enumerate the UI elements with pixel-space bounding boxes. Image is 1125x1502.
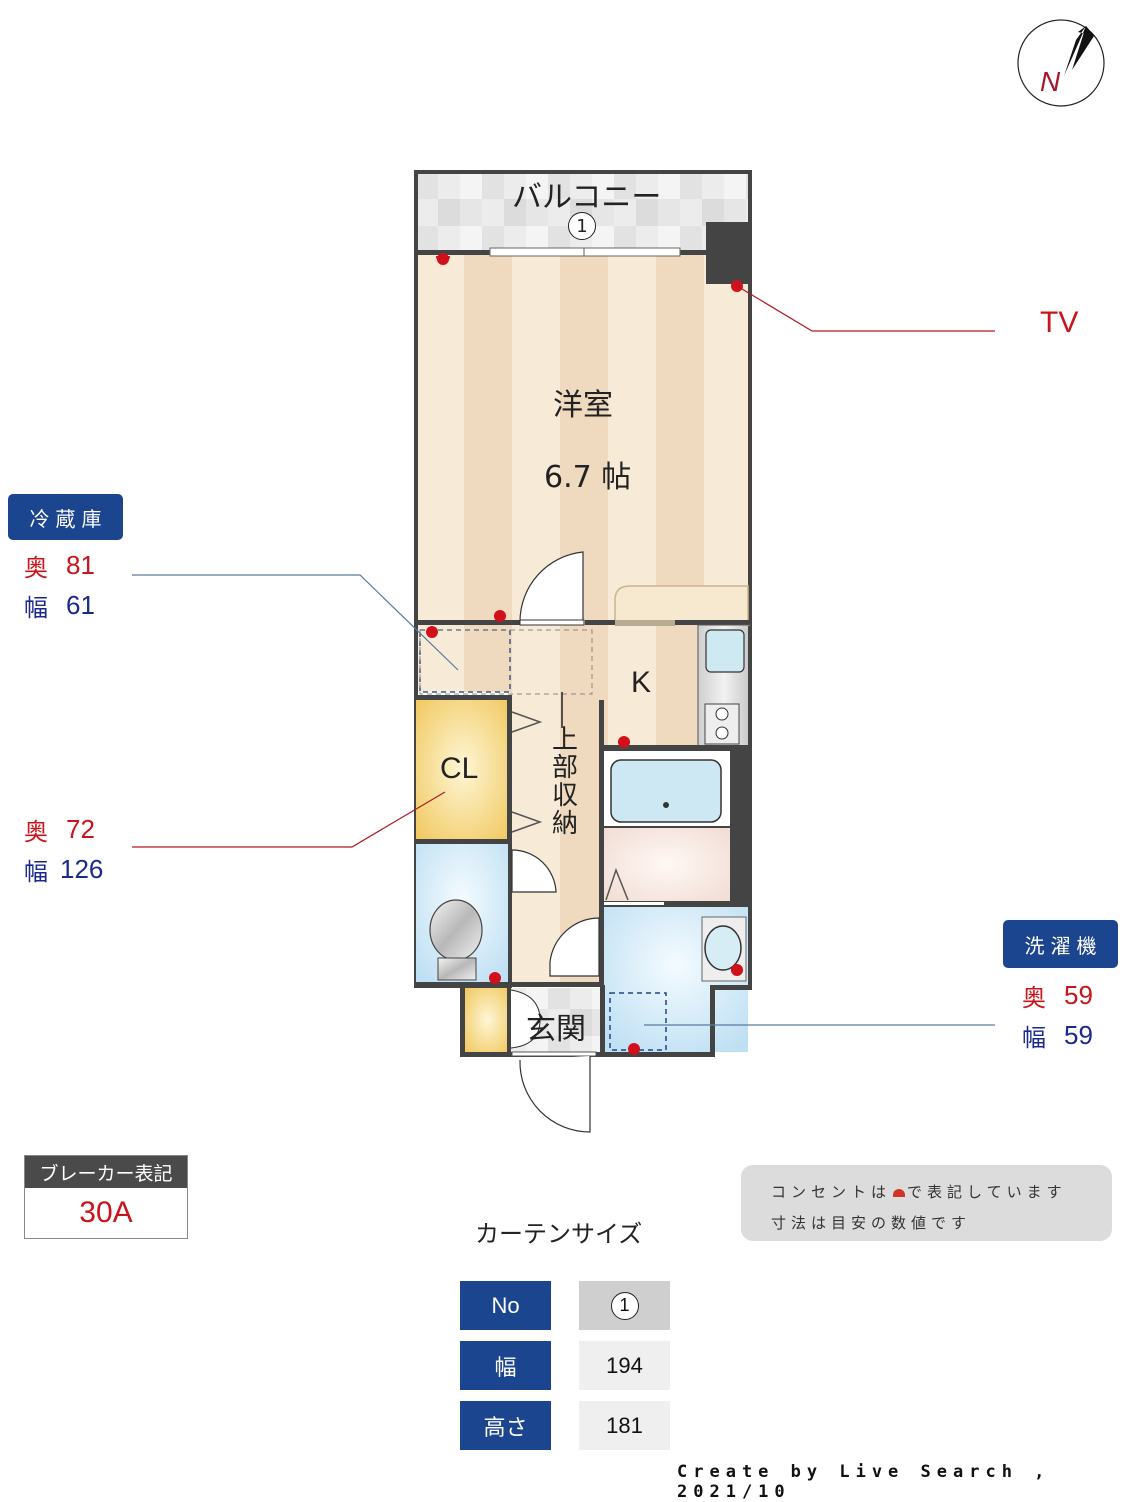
depth-value: 72 xyxy=(66,814,95,844)
legend-note: コンセントはで表記しています 寸法は目安の数値です xyxy=(741,1165,1112,1241)
upper-storage-label: 上部収納 xyxy=(551,725,578,839)
curtain-value-width: 194 xyxy=(579,1341,670,1390)
curtain-header-no: No xyxy=(460,1281,551,1330)
breaker-title: ブレーカー表記 xyxy=(25,1156,187,1188)
curtain-row-width: 幅 194 xyxy=(460,1341,670,1390)
balcony-label: バルコニー xyxy=(512,180,662,215)
curtain-size-title: カーテンサイズ xyxy=(475,1220,643,1248)
depth-key: 奥 xyxy=(24,818,48,846)
kitchen-label: K xyxy=(631,666,652,699)
curtain-header-width: 幅 xyxy=(460,1341,551,1390)
width-value: 61 xyxy=(66,590,95,620)
curtain-header-height: 高さ xyxy=(460,1401,551,1450)
closet-width: 幅 126 xyxy=(20,852,103,887)
washer-width: 幅 59 xyxy=(1018,1018,1093,1053)
curtain-table: No 1 幅 194 高さ 181 xyxy=(460,1281,670,1450)
width-key: 幅 xyxy=(24,594,48,622)
entrance-label: 玄関 xyxy=(526,1012,586,1047)
curtain-number-badge: 1 xyxy=(568,212,596,240)
curtain-value-no: 1 xyxy=(579,1281,670,1330)
width-key: 幅 xyxy=(1022,1024,1046,1052)
fridge-depth: 奥 81 xyxy=(20,548,95,583)
width-value: 59 xyxy=(1064,1020,1093,1050)
closet-label: CL xyxy=(440,752,479,785)
width-value: 126 xyxy=(60,854,104,884)
curtain-number-badge: 1 xyxy=(610,1291,639,1320)
outlet-marker-icon xyxy=(893,1188,906,1197)
north-arrow-icon: N xyxy=(1016,18,1106,108)
north-letter: N xyxy=(1040,66,1061,97)
western-room-size: 6.7 帖 xyxy=(544,460,632,495)
note-line1-post: で表記しています xyxy=(907,1183,1067,1201)
curtain-row-height: 高さ 181 xyxy=(460,1401,670,1450)
width-key: 幅 xyxy=(24,858,48,886)
breaker-value: 30A xyxy=(79,1196,133,1229)
note-line1-pre: コンセントは xyxy=(771,1183,892,1201)
tv-outlet-label: TV xyxy=(1040,306,1079,339)
depth-value: 59 xyxy=(1064,980,1093,1010)
closet-depth: 奥 72 xyxy=(20,812,95,847)
breaker-box: ブレーカー表記 30A xyxy=(24,1155,188,1239)
depth-key: 奥 xyxy=(24,554,48,582)
depth-value: 81 xyxy=(66,550,95,580)
fridge-width: 幅 61 xyxy=(20,588,95,623)
fridge-badge: 冷蔵庫 xyxy=(8,494,123,540)
washer-badge: 洗濯機 xyxy=(1003,920,1118,968)
note-line2: 寸法は目安の数値です xyxy=(771,1214,972,1232)
washer-depth: 奥 59 xyxy=(1018,978,1093,1013)
footer-credit: Create by Live Search , 2021/10 xyxy=(677,1462,1051,1502)
depth-key: 奥 xyxy=(1022,984,1046,1012)
western-room-label: 洋室 xyxy=(553,388,613,423)
curtain-row-no: No 1 xyxy=(460,1281,670,1330)
curtain-value-height: 181 xyxy=(579,1401,670,1450)
